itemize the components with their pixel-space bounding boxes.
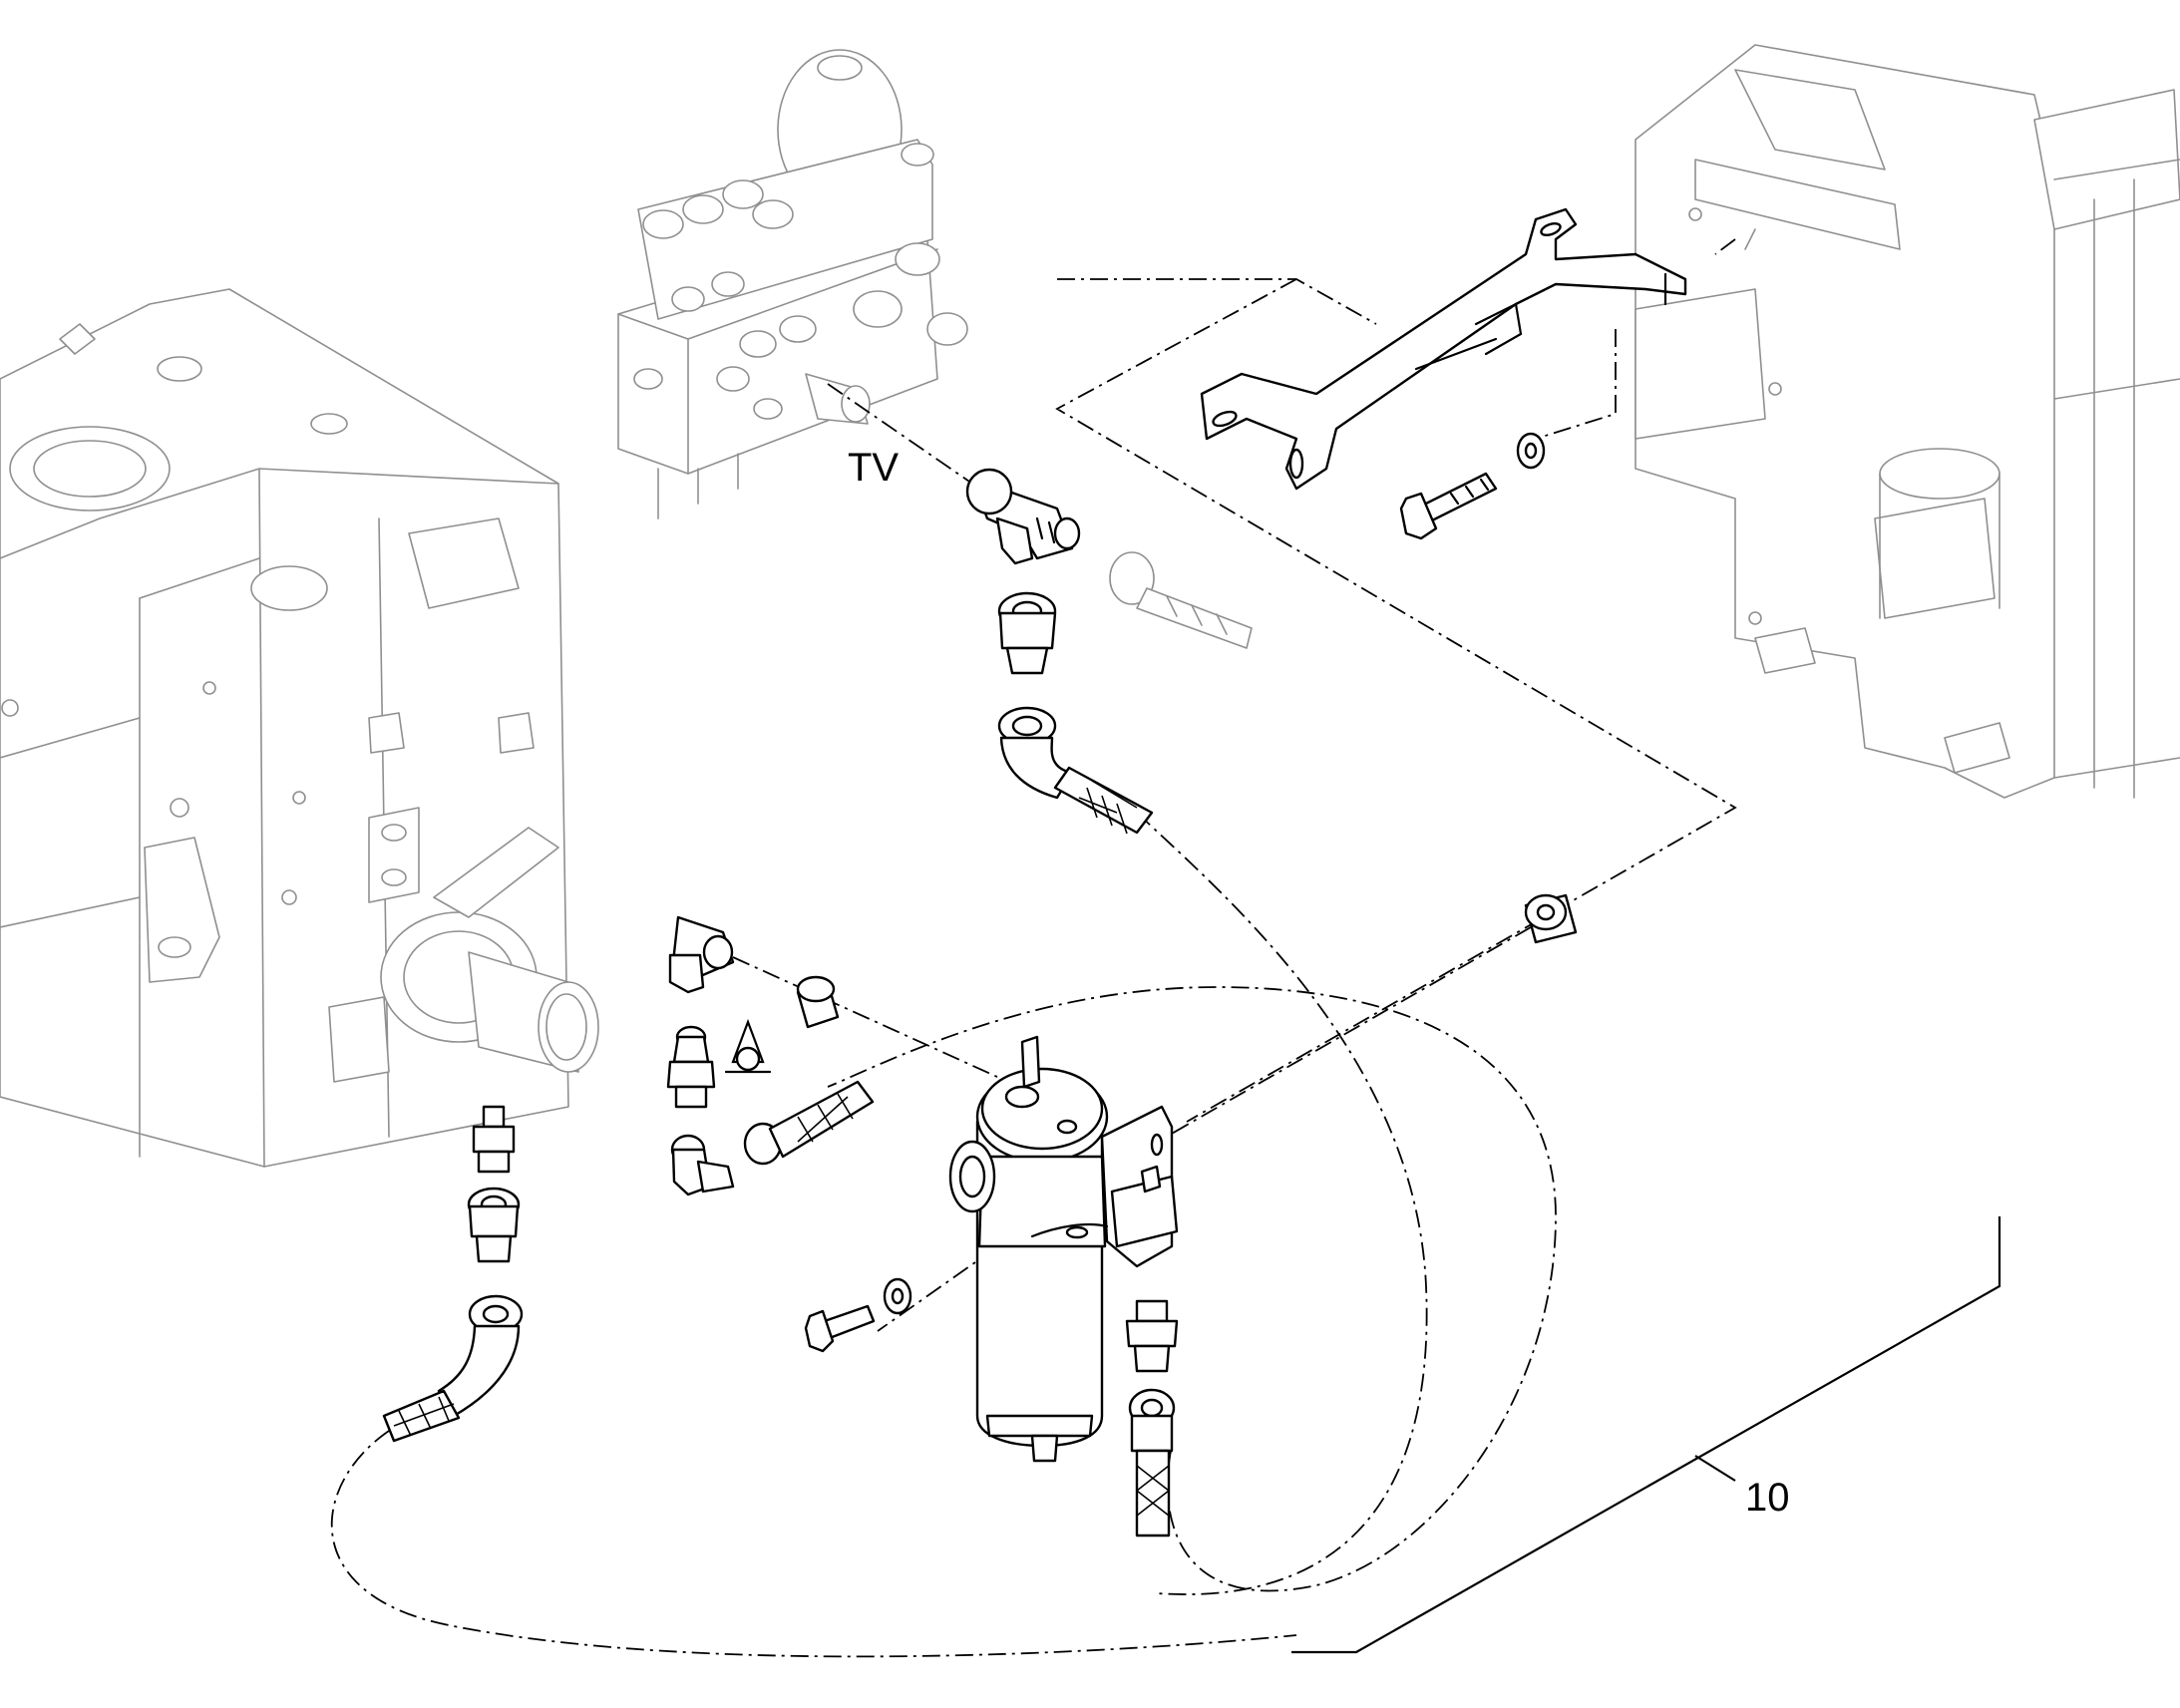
valve-block-label: TV <box>848 446 899 490</box>
tee-fitting[interactable] <box>965 468 1081 565</box>
frame-chassis-ghost <box>1635 44 2180 799</box>
assembly-callout-leader <box>1291 1216 2001 1654</box>
check-valve-symbol <box>724 1018 772 1074</box>
adapter-nipple-top[interactable] <box>997 591 1057 675</box>
adapter-nipple-left-lower[interactable] <box>467 1187 521 1263</box>
hose-elbow-top[interactable] <box>997 706 1154 835</box>
check-valve-fitting[interactable] <box>666 1025 716 1109</box>
mounting-bracket[interactable] <box>1200 207 1687 491</box>
plug-fitting[interactable] <box>796 975 840 1029</box>
filter-bolt[interactable] <box>804 1304 876 1353</box>
straight-hose-fitting[interactable] <box>743 1080 875 1166</box>
adapter-nipple-left-upper[interactable] <box>472 1105 516 1174</box>
filter-assembly[interactable] <box>948 1035 1179 1463</box>
adapter-nipple-lower-right[interactable] <box>1125 1299 1179 1373</box>
spacer-bushing[interactable] <box>1524 893 1578 944</box>
elbow-fitting-lower[interactable] <box>670 1134 735 1196</box>
assembly-callout-number: 10 <box>1745 1476 1790 1520</box>
hose-elbow-left[interactable] <box>382 1294 524 1443</box>
elbow-fitting-upper[interactable] <box>668 915 735 994</box>
filter-washer[interactable] <box>883 1277 912 1315</box>
bracket-bolt[interactable] <box>1399 472 1498 540</box>
bracket-washer[interactable] <box>1516 432 1546 470</box>
ghost-bolt <box>1109 551 1253 649</box>
valve-block-ghost <box>617 49 968 519</box>
tank-housing-ghost <box>0 288 599 1168</box>
hose-straight-lower-right[interactable] <box>1128 1388 1176 1537</box>
